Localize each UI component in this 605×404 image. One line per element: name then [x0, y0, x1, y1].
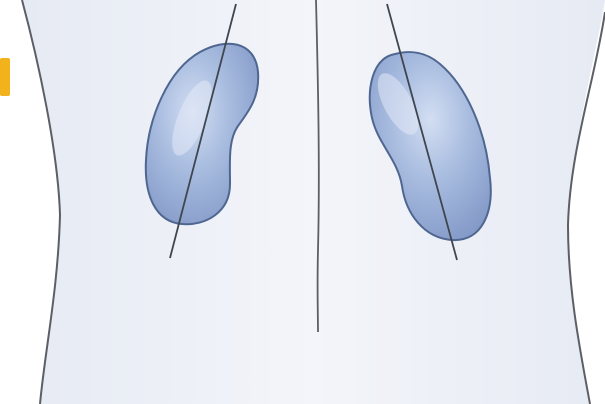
- torso-fill: [22, 0, 605, 404]
- edge-marker: [0, 58, 10, 96]
